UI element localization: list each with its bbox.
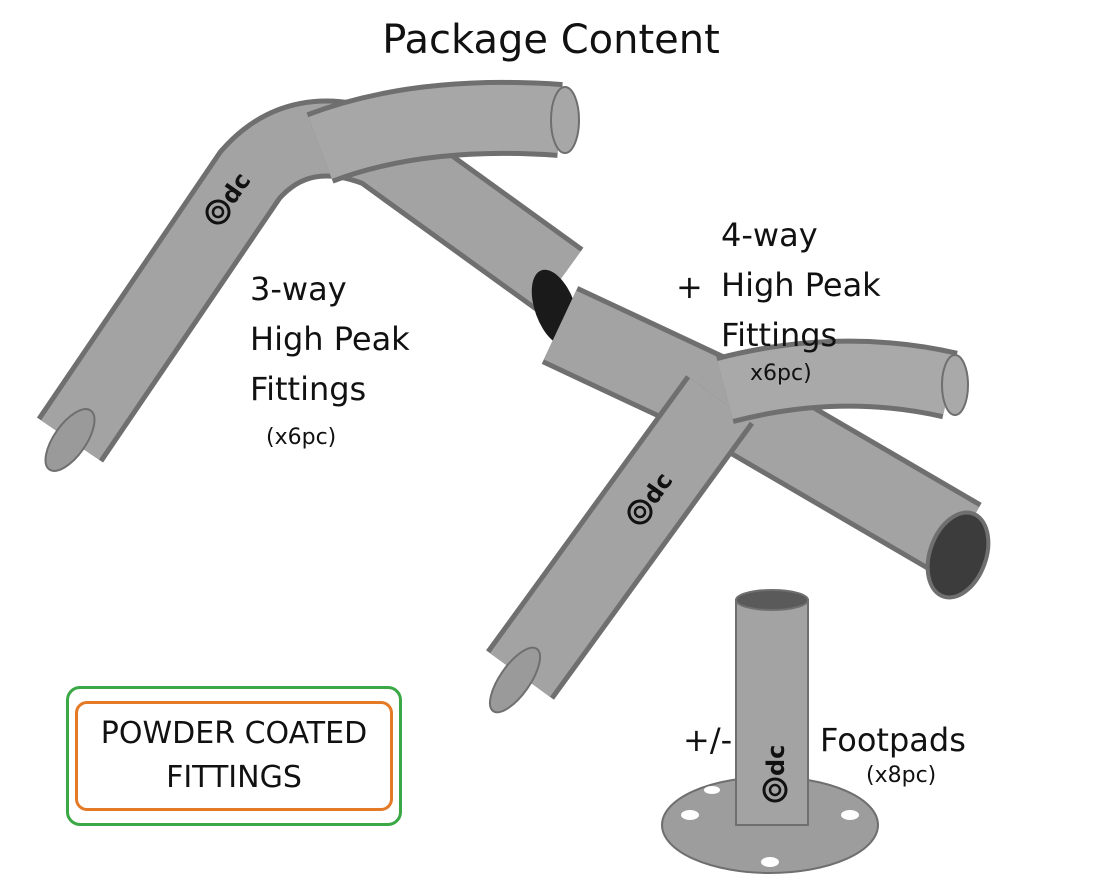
three-way-fitting-image (36, 79, 584, 472)
four-way-label-line3: Fittings (721, 316, 838, 354)
powder-coated-badge: POWDER COATED FITTINGS (66, 686, 402, 826)
footpad-label: Footpads (820, 721, 966, 759)
powder-coated-text: POWDER COATED FITTINGS (100, 716, 368, 795)
four-way-fitting-image (486, 286, 991, 714)
four-way-label-line2: High Peak (721, 266, 881, 304)
plus-sign: + (676, 268, 703, 306)
footpad-qty: (x8pc) (866, 763, 937, 788)
three-way-label-line1: 3-way (250, 270, 347, 308)
footpad-prefix: +/- (683, 721, 733, 759)
four-way-qty: x6pc) (750, 361, 812, 386)
powder-coated-badge-inner: POWDER COATED FITTINGS (75, 701, 393, 811)
four-way-label-line1: 4-way (721, 216, 818, 254)
three-way-label: 3-way High Peak Fittings (250, 264, 410, 414)
footpad-image (661, 589, 879, 874)
three-way-label-line2: High Peak (250, 320, 410, 358)
three-way-qty: (x6pc) (266, 425, 337, 450)
svg-text:dc: dc (762, 745, 790, 776)
four-way-label: 4-way High Peak Fittings (721, 210, 881, 360)
three-way-label-line3: Fittings (250, 370, 367, 408)
page-title: Package Content (382, 17, 720, 63)
